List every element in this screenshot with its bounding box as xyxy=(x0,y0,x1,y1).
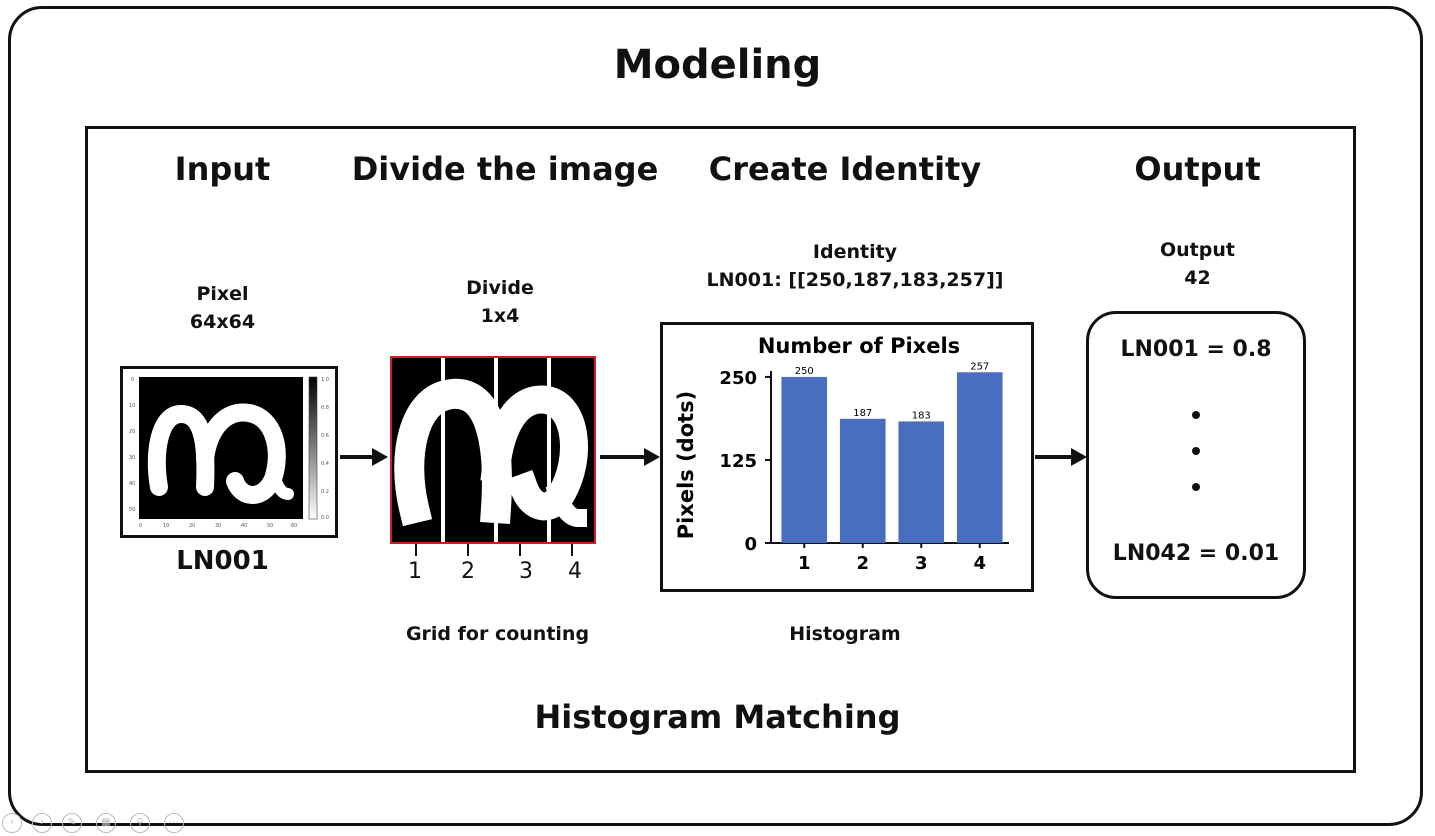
svg-text:30: 30 xyxy=(215,523,221,529)
svg-text:0.4: 0.4 xyxy=(321,461,329,467)
divide-bottom-caption: Grid for counting xyxy=(405,623,590,645)
stage-output-heading: Output xyxy=(1134,150,1261,188)
svg-text:10: 10 xyxy=(129,403,135,409)
pen-icon[interactable]: ✎ xyxy=(62,813,82,833)
svg-text:0: 0 xyxy=(131,377,134,383)
output-caption-line2: 42 xyxy=(1184,267,1211,289)
output-caption-line1: Output xyxy=(1160,239,1235,261)
histogram-chart: Number of Pixels Pixels (dots) 0 125 250 2… xyxy=(660,322,1034,592)
output-last-result: LN042 = 0.01 xyxy=(1112,541,1280,566)
chart-title: Number of Pixels xyxy=(758,334,960,358)
histogram-bar xyxy=(781,376,828,543)
input-caption-line1: Pixel xyxy=(196,283,249,305)
more-icon[interactable]: ⋯ xyxy=(164,813,184,833)
svg-text:50: 50 xyxy=(129,507,135,513)
y-tick-label: 125 xyxy=(719,451,757,472)
slides-icon[interactable]: ▦ xyxy=(96,813,116,833)
input-caption-line2: 64x64 xyxy=(189,311,256,333)
arrow-icon xyxy=(340,448,388,466)
arrow-icon xyxy=(1035,448,1087,466)
input-image: 1.0 0.8 0.6 0.4 0.2 0.0 0 10 20 30 40 50 0 10 20 30… xyxy=(120,366,338,538)
histogram-bar xyxy=(839,418,886,543)
svg-text:0.2: 0.2 xyxy=(321,489,329,495)
svg-text:20: 20 xyxy=(189,523,195,529)
histogram-bar xyxy=(898,421,945,543)
ellipsis-dot xyxy=(1192,411,1200,419)
x-tick-label: 4 xyxy=(973,553,986,574)
svg-text:0.0: 0.0 xyxy=(321,515,329,521)
svg-text:0.6: 0.6 xyxy=(321,433,329,439)
svg-text:0.8: 0.8 xyxy=(321,405,329,411)
x-tick-label: 2 xyxy=(856,553,869,574)
grid-number: 2 xyxy=(461,559,475,584)
histogram-bar xyxy=(956,372,1003,543)
bar-data-label: 187 xyxy=(853,408,872,419)
identity-bottom-caption: Histogram xyxy=(789,623,901,645)
svg-text:20: 20 xyxy=(129,429,135,435)
ellipsis-dot xyxy=(1192,447,1200,455)
y-axis-label: Pixels (dots) xyxy=(674,391,698,540)
outer-frame xyxy=(8,6,1423,826)
divided-image xyxy=(390,356,596,544)
x-tick-label: 3 xyxy=(915,553,928,574)
diagram-panel xyxy=(85,126,1356,773)
svg-text:40: 40 xyxy=(241,523,247,529)
output-box: LN001 = 0.8 LN042 = 0.01 xyxy=(1086,311,1306,599)
page-title: Modeling xyxy=(613,42,822,88)
svg-text:1.0: 1.0 xyxy=(321,377,329,383)
next-icon[interactable]: › xyxy=(32,813,52,833)
output-first-result: LN001 = 0.8 xyxy=(1120,337,1272,362)
identity-caption-line1: Identity xyxy=(812,241,898,263)
grid-ticks xyxy=(415,544,573,556)
grid-number: 3 xyxy=(519,559,533,584)
ellipsis-dot xyxy=(1192,483,1200,491)
svg-text:60: 60 xyxy=(291,523,297,529)
arrow-icon xyxy=(600,448,660,466)
bar-data-label: 183 xyxy=(912,410,931,421)
bar-data-label: 257 xyxy=(970,361,989,372)
y-tick-label: 250 xyxy=(719,368,757,389)
y-tick-label: 0 xyxy=(744,534,757,555)
footer-title: Histogram Matching xyxy=(534,698,901,736)
input-label: LN001 xyxy=(176,546,269,576)
svg-text:0: 0 xyxy=(139,523,142,529)
divide-caption-line1: Divide xyxy=(466,277,534,299)
svg-text:30: 30 xyxy=(129,455,135,461)
grid-number: 1 xyxy=(408,559,422,584)
zoom-icon[interactable]: ⚲ xyxy=(130,813,150,833)
stage-identity-heading: Create Identity xyxy=(708,150,982,188)
divide-caption-line2: 1x4 xyxy=(480,305,520,327)
stage-divide-heading: Divide the image xyxy=(351,150,659,188)
svg-text:40: 40 xyxy=(129,481,135,487)
svg-text:10: 10 xyxy=(163,523,169,529)
svg-text:50: 50 xyxy=(267,523,273,529)
grid-number: 4 xyxy=(568,559,582,584)
x-tick-label: 1 xyxy=(798,553,811,574)
previous-icon[interactable]: ‹ xyxy=(2,813,22,833)
identity-caption-line2: LN001: [[250,187,183,257]] xyxy=(706,269,1004,291)
stage-input-heading: Input xyxy=(174,150,271,188)
bar-data-label: 250 xyxy=(795,366,814,377)
